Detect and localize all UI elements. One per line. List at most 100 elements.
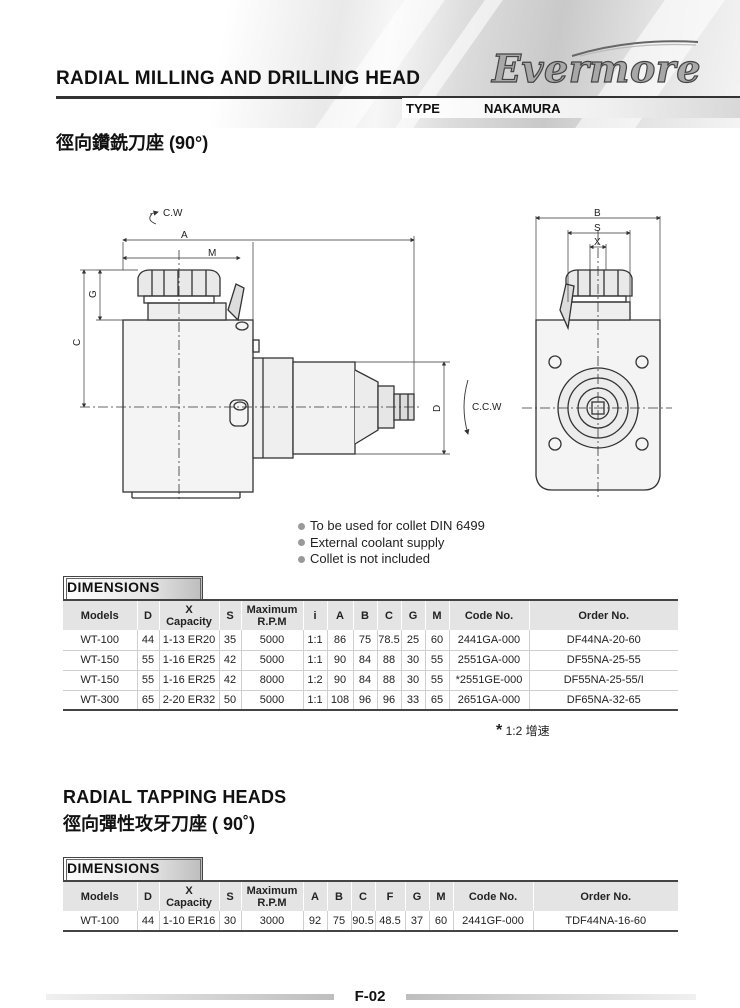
bullet-icon — [298, 555, 305, 563]
bullet-icon — [298, 522, 305, 530]
machine-brand: NAKAMURA — [484, 101, 561, 116]
col-order: Order No. — [528, 600, 678, 630]
dim-b-label: B — [594, 208, 601, 219]
logo-swoosh-icon — [571, 40, 699, 57]
table-cell: 2441GF-000 — [452, 911, 534, 931]
note-collet-din: To be used for collet DIN 6499 — [298, 518, 485, 535]
type-bar — [402, 96, 740, 118]
col-b: B — [326, 881, 352, 911]
table-cell: 1:2 — [302, 670, 328, 691]
table-cell: 25 — [400, 630, 426, 651]
note-coolant: External coolant supply — [298, 535, 485, 552]
table-cell: 30 — [400, 650, 426, 671]
table-cell: 42 — [218, 650, 242, 671]
table-cell: 1-13 ER20 — [158, 630, 220, 651]
col-c: C — [350, 881, 376, 911]
col-code: Code No. — [452, 881, 534, 911]
table-cell: 48.5 — [374, 911, 406, 931]
table-cell: 1:1 — [302, 630, 328, 651]
table-cell: 1-10 ER16 — [158, 911, 220, 931]
col-d: D — [136, 881, 160, 911]
section-title-tapping: RADIAL TAPPING HEADS — [63, 787, 287, 807]
table-cell: 1:1 — [302, 650, 328, 671]
table-cell: 75 — [326, 911, 352, 931]
table-cell: 44 — [136, 911, 160, 931]
feature-notes: To be used for collet DIN 6499 External … — [298, 518, 485, 568]
bullet-icon — [298, 539, 305, 547]
table-cell: 2-20 ER32 — [158, 690, 220, 710]
table-cell: 96 — [352, 690, 378, 710]
table-cell: 96 — [376, 690, 402, 710]
table-cell: 44 — [136, 630, 160, 651]
table-cell: 75 — [352, 630, 378, 651]
col-d: D — [136, 600, 160, 630]
table-cell: 55 — [424, 670, 450, 691]
page-number: F-02 — [354, 988, 386, 1005]
table-cell: 108 — [326, 690, 354, 710]
table-cell: WT-300 — [63, 690, 138, 710]
table-cell: 84 — [352, 670, 378, 691]
table-cell: 90 — [326, 670, 354, 691]
col-f: F — [374, 881, 406, 911]
table-cell: TDF44NA-16-60 — [532, 911, 678, 931]
page-title: RADIAL MILLING AND DRILLING HEAD — [56, 68, 421, 89]
page-number-box: F-02 — [334, 986, 406, 1008]
col-c: C — [376, 600, 402, 630]
page-title-cn: 徑向鑽銑刀座 (90°) — [56, 133, 209, 153]
table-cell: DF55NA-25-55/I — [528, 670, 678, 691]
type-label: TYPE — [406, 101, 440, 116]
dim-m-label: M — [208, 248, 216, 259]
col-models: Models — [63, 600, 138, 630]
col-a: A — [302, 881, 328, 911]
table-cell: 55 — [136, 650, 160, 671]
front-view — [522, 215, 672, 500]
table-cell: DF55NA-25-55 — [528, 650, 678, 671]
table-cell: 92 — [302, 911, 328, 931]
table-cell: 84 — [352, 650, 378, 671]
table-cell: 55 — [424, 650, 450, 671]
table-cell: 88 — [376, 670, 402, 691]
table-cell: 30 — [400, 670, 426, 691]
dim-x-label: X — [594, 237, 601, 248]
col-i: i — [302, 600, 328, 630]
section-title-tapping-cn: 徑向彈性攻牙刀座 ( 90˚) — [63, 814, 256, 834]
col-models: Models — [63, 881, 138, 911]
dim-a-label: A — [181, 230, 188, 241]
table-cell: 60 — [428, 911, 454, 931]
table-cell: 30 — [218, 911, 242, 931]
table-cell: 37 — [404, 911, 430, 931]
dim-s-label: S — [594, 223, 601, 234]
table-cell: 50 — [218, 690, 242, 710]
table-cell: 65 — [136, 690, 160, 710]
col-g: G — [400, 600, 426, 630]
table-cell: 86 — [326, 630, 354, 651]
col-b: B — [352, 600, 378, 630]
dim-g-label: G — [88, 290, 99, 298]
table-cell: WT-150 — [63, 670, 138, 691]
table-cell: 88 — [376, 650, 402, 671]
table-cell: 2651GA-000 — [448, 690, 530, 710]
technical-drawing: C.W A M G C D C.C.W B S — [72, 208, 672, 500]
table-cell: 2551GA-000 — [448, 650, 530, 671]
note-collet-excluded: Collet is not included — [298, 551, 485, 568]
table-cell: WT-150 — [63, 650, 138, 671]
col-a: A — [326, 600, 354, 630]
col-order: Order No. — [532, 881, 678, 911]
table-cell: 1-16 ER25 — [158, 650, 220, 671]
table-cell: 5000 — [240, 650, 304, 671]
table-cell: 1-16 ER25 — [158, 670, 220, 691]
dimensions-tab-1: DIMENSIONS — [63, 576, 203, 599]
table-cell: 5000 — [240, 690, 304, 710]
table-cell: 42 — [218, 670, 242, 691]
table-cell: 1:1 — [302, 690, 328, 710]
dim-d-label: D — [432, 405, 443, 412]
dim-c-label: C — [72, 339, 83, 346]
